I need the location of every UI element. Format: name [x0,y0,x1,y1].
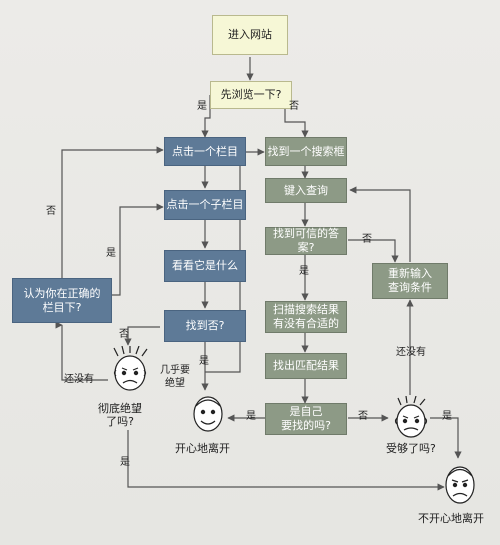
node-see-what: 看看它是什么 [164,250,246,282]
node-find-search-label: 找到一个搜索框 [267,144,345,158]
label-fed-up: 受够了吗? [386,442,436,455]
fed-up-face-icon [394,396,428,438]
label-no-browse: 否 [289,101,299,112]
node-is-it-wanted: 是自己 要找的吗? [265,403,347,435]
label-despair: 彻底绝望 了吗? [98,402,142,428]
node-reenter-query: 重新输入 查询条件 [372,263,448,299]
label-almost-despair: 几乎要 绝望 [160,365,190,389]
despair-face-icon [113,346,148,391]
label-yes-right-col: 是 [106,248,116,259]
label-no-wanted: 否 [358,411,368,422]
node-scan-results-label: 扫描搜索结果 有没有合适的 [273,303,339,330]
node-find-search: 找到一个搜索框 [265,137,347,166]
label-no-found: 否 [119,329,129,340]
happy-face-icon [193,396,223,432]
node-scan-results: 扫描搜索结果 有没有合适的 [265,301,347,333]
node-credible-answer: 找到可信的答案? [265,227,347,255]
node-found-it-label: 找到否? [185,319,225,332]
label-no-right-col: 否 [46,206,56,217]
node-click-column-label: 点击一个栏目 [172,144,238,158]
node-reenter-query-label: 重新输入 查询条件 [388,267,432,294]
node-enter-site-label: 进入网站 [228,28,272,41]
label-yes-credible: 是 [299,266,309,277]
node-browse: 先浏览一下? [210,81,292,109]
label-yes-fedup: 是 [442,411,452,422]
label-not-yet-right: 还没有 [396,347,426,358]
label-yes-wanted: 是 [246,411,256,422]
label-yes-browse: 是 [197,101,207,112]
node-is-it-wanted-label: 是自己 要找的吗? [281,405,331,432]
node-click-subcolumn-label: 点击一个子栏目 [166,198,244,211]
node-click-column: 点击一个栏目 [164,137,246,166]
label-not-yet-left: 还没有 [64,374,94,385]
node-click-subcolumn: 点击一个子栏目 [164,190,246,220]
node-right-column-label: 认为你在正确的 栏目下? [23,286,101,314]
node-type-query: 键入查询 [265,178,347,203]
label-yes-despair: 是 [120,457,130,468]
label-no-credible: 否 [362,234,372,245]
node-type-query-label: 键入查询 [284,183,328,197]
node-see-what-label: 看看它是什么 [172,259,238,272]
label-unhappy-leave: 不开心地离开 [418,512,484,525]
node-credible-answer-label: 找到可信的答案? [273,227,339,254]
node-find-match-label: 找出匹配结果 [273,359,339,372]
node-enter-site: 进入网站 [212,15,288,55]
node-found-it: 找到否? [164,310,246,342]
node-browse-label: 先浏览一下? [220,88,282,101]
unhappy-face-icon [445,466,475,504]
label-happy-leave: 开心地离开 [175,442,230,455]
node-find-match: 找出匹配结果 [265,353,347,379]
label-yes-found: 是 [199,356,209,367]
node-right-column: 认为你在正确的 栏目下? [12,278,112,323]
